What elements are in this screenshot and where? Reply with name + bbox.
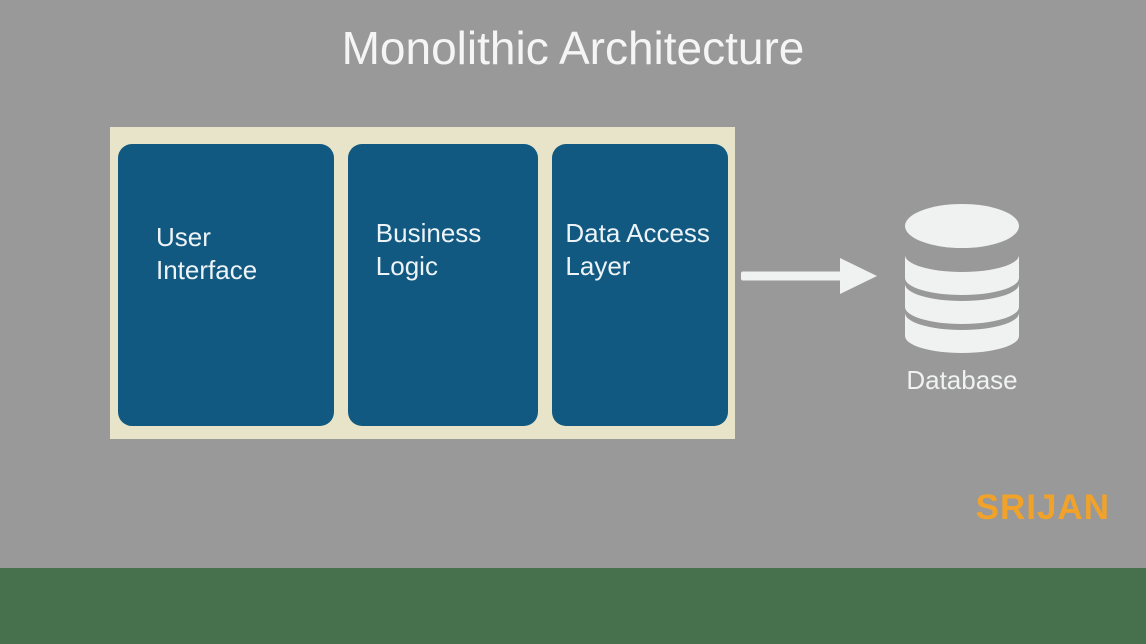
footer-strip <box>0 568 1146 644</box>
database-label: Database <box>906 365 1018 395</box>
arrow-right-icon <box>741 256 878 296</box>
layer-box-user-interface: User Interface <box>118 144 334 426</box>
layer-box-data-access-layer: Data Access Layer <box>552 144 729 426</box>
database-icon <box>903 203 1021 355</box>
brand-logo-text: SRIJAN <box>975 488 1110 527</box>
layer-box-business-logic: Business Logic <box>347 144 539 426</box>
monolith-container: User Interface Business Logic Data Acces… <box>110 127 735 439</box>
page-title: Monolithic Architecture <box>341 22 805 74</box>
